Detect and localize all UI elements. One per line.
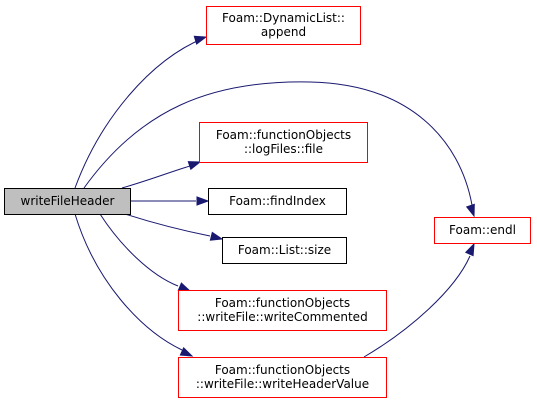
node-findindex[interactable]: Foam::findIndex <box>208 188 347 215</box>
edge-root-to-append <box>74 35 208 189</box>
nodes-layer: writeFileHeader Foam::DynamicList::append… <box>4 6 531 398</box>
node-box <box>4 188 131 215</box>
node-writeheadervalue[interactable]: Foam::functionObjects::writeFile::writeH… <box>178 357 387 398</box>
node-label: Foam::endl <box>449 223 516 237</box>
node-box <box>206 6 361 45</box>
edges-layer <box>74 35 475 358</box>
edge-writeheadervalue-to-endl <box>363 242 475 358</box>
node-label: append <box>261 25 306 39</box>
node-label: Foam::List::size <box>238 243 331 257</box>
node-append[interactable]: Foam::DynamicList::append <box>206 6 361 45</box>
edge-line <box>83 81 473 206</box>
node-logfiles[interactable]: Foam::functionObjects::logFiles::file <box>199 122 368 163</box>
edge-line <box>74 37 205 189</box>
node-box <box>222 237 347 264</box>
node-label: Foam::functionObjects <box>215 363 350 377</box>
node-label: ::writeFile::writeHeaderValue <box>196 377 369 391</box>
node-box <box>199 122 368 163</box>
edge-root-to-size <box>124 213 224 241</box>
node-label: ::writeFile::writeCommented <box>197 310 367 324</box>
node-label: Foam::functionObjects <box>215 296 350 310</box>
node-label: writeFileHeader <box>21 194 115 208</box>
node-label: Foam::functionObjects <box>216 128 351 142</box>
node-label: Foam::findIndex <box>229 194 326 208</box>
node-label: ::logFiles::file <box>244 142 323 156</box>
edge-line <box>124 213 211 237</box>
edge-line <box>99 213 179 287</box>
node-box <box>178 290 387 331</box>
edge-arrowhead <box>193 35 208 45</box>
node-box <box>178 357 387 398</box>
edge-line <box>121 165 191 189</box>
edge-arrowhead <box>177 282 192 292</box>
edge-arrowhead <box>209 231 224 241</box>
edge-line <box>363 255 471 358</box>
edge-root-to-findindex <box>130 196 210 206</box>
node-box <box>208 188 347 215</box>
edge-root-to-writecommented <box>99 213 192 292</box>
edge-arrowhead <box>187 161 202 171</box>
edge-root-to-endl <box>83 81 475 218</box>
edge-arrowhead <box>179 346 194 357</box>
edge-arrowhead <box>464 242 475 257</box>
node-box <box>434 217 531 244</box>
node-endl[interactable]: Foam::endl <box>434 217 531 244</box>
node-root: writeFileHeader <box>4 188 131 215</box>
edge-root-to-logfiles <box>121 161 202 189</box>
edge-line <box>74 213 183 351</box>
edge-arrowhead <box>196 196 210 206</box>
edge-root-to-writeheadervalue <box>74 213 194 357</box>
node-size[interactable]: Foam::List::size <box>222 237 347 264</box>
node-writecommented[interactable]: Foam::functionObjects::writeFile::writeC… <box>178 290 387 331</box>
node-label: Foam::DynamicList:: <box>222 11 345 25</box>
edge-arrowhead <box>465 203 475 218</box>
